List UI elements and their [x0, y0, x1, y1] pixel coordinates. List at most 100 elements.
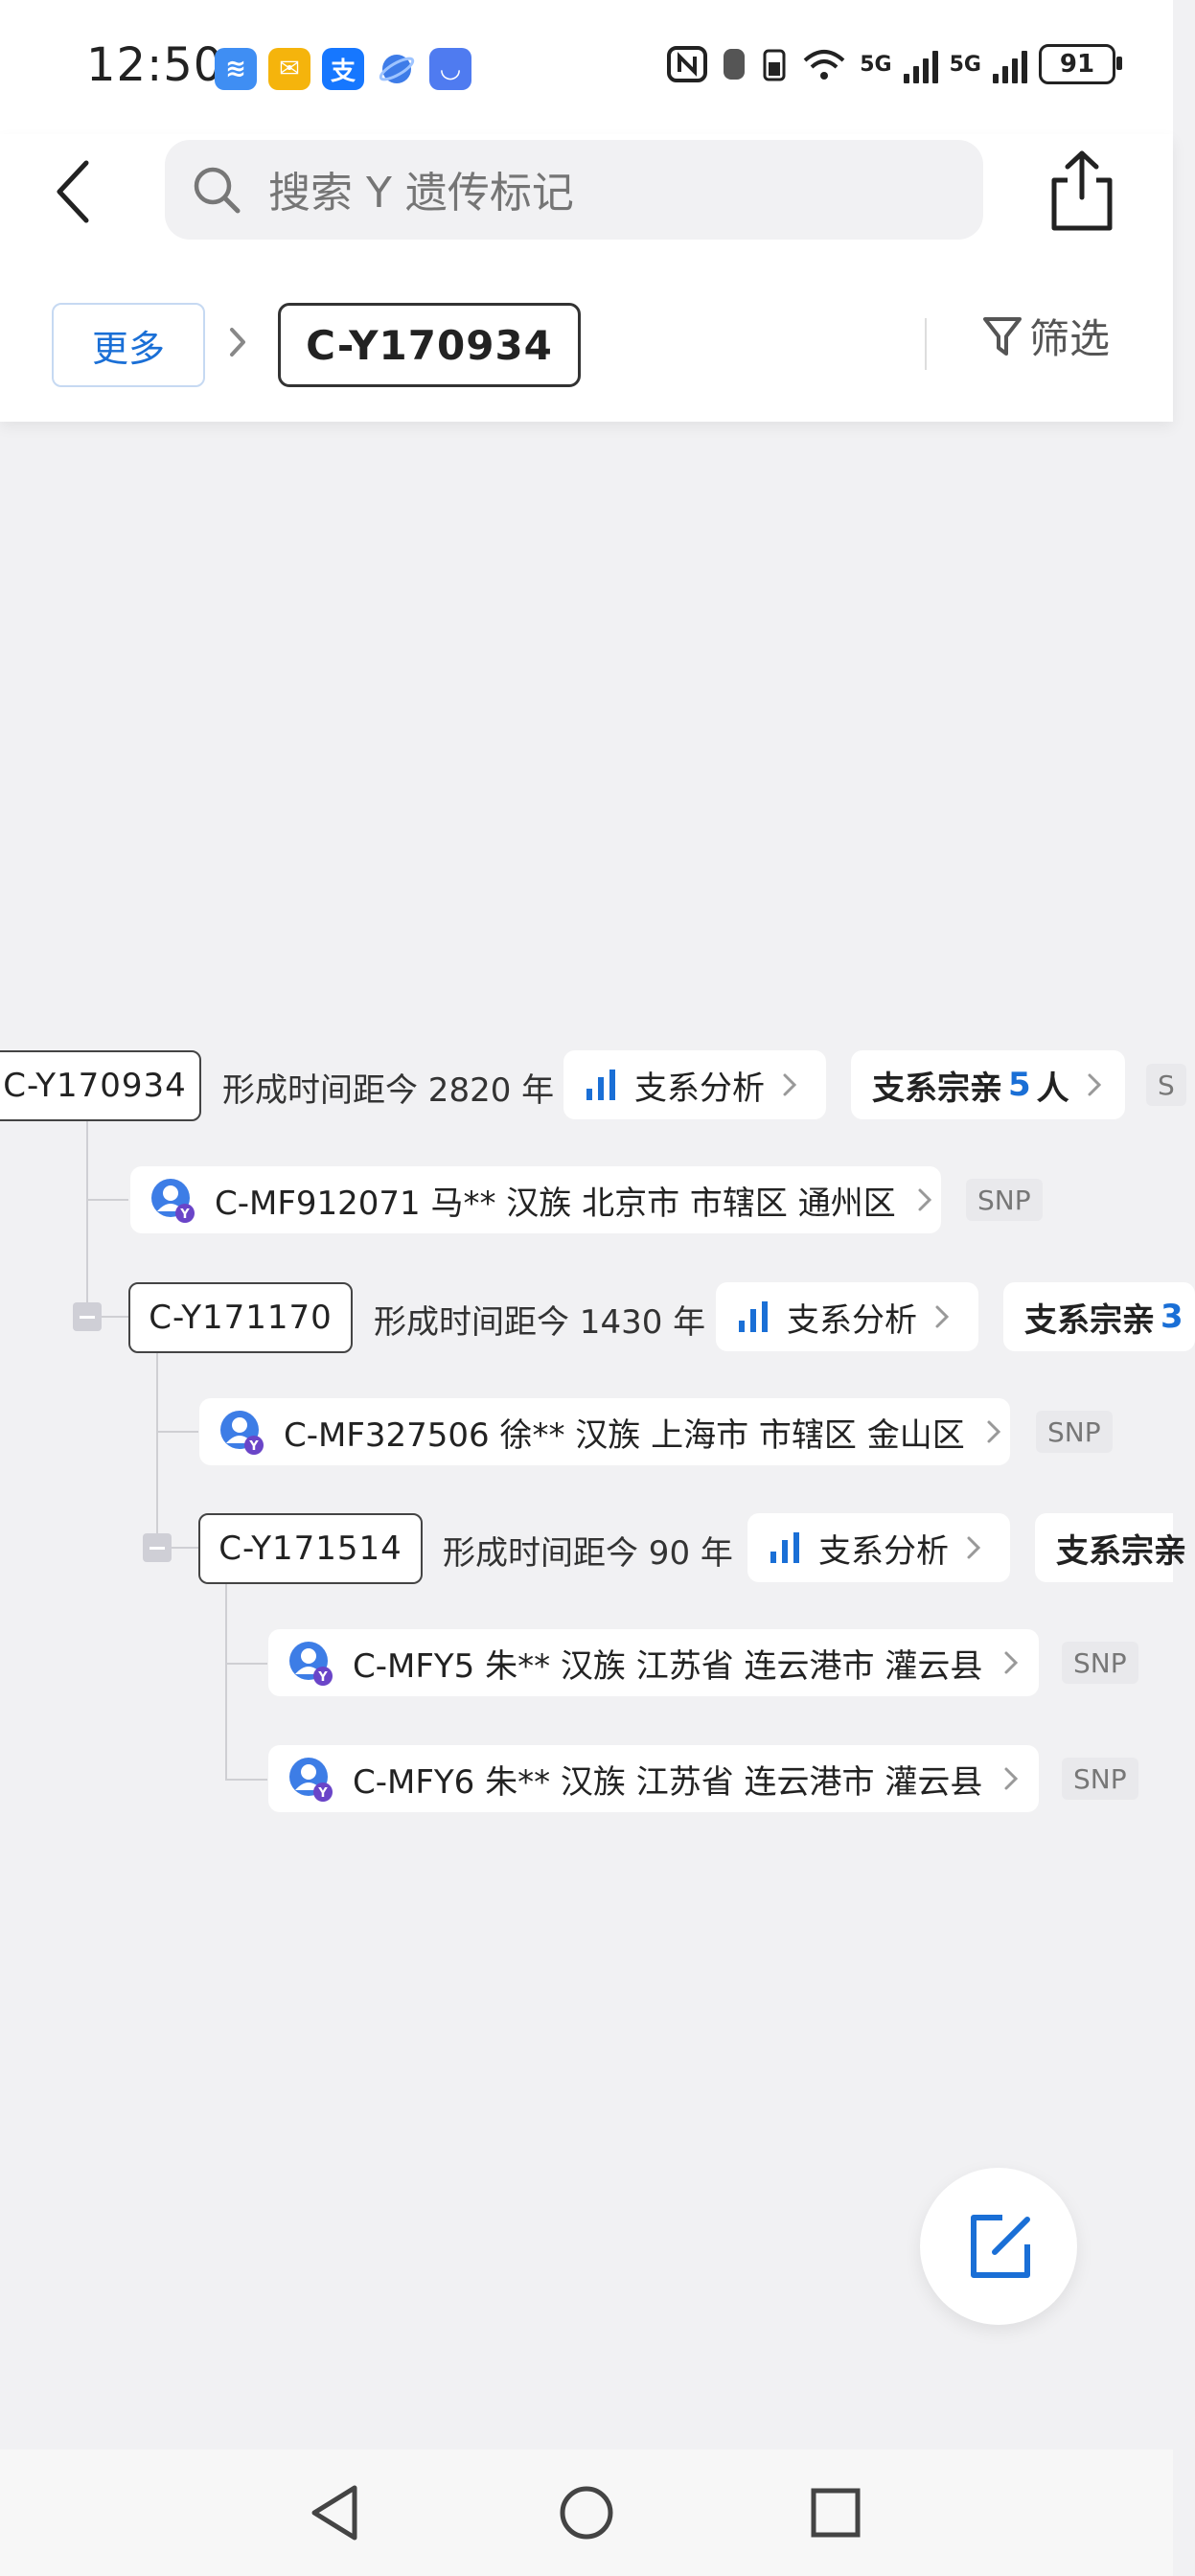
signal-label-1: 5G	[860, 52, 892, 77]
nfc-icon	[667, 46, 708, 82]
child-node-box[interactable]: C-Y171170	[128, 1282, 353, 1353]
tree-connector	[171, 1547, 199, 1549]
nav-recents-button[interactable]	[805, 2482, 866, 2543]
kin-count: 3	[1161, 1298, 1184, 1336]
nav-back-icon	[311, 2485, 357, 2541]
svg-text:Y: Y	[179, 1208, 190, 1222]
bar-chart-icon	[770, 1532, 799, 1563]
share-button[interactable]	[1046, 148, 1117, 234]
battery-icon: 91	[1039, 44, 1122, 84]
signal-bars-1-icon	[903, 45, 938, 83]
grandchild-node-box[interactable]: C-Y171514	[198, 1513, 423, 1584]
edit-button[interactable]	[920, 2168, 1077, 2325]
search-input[interactable]	[266, 161, 941, 224]
chevron-right-icon	[967, 1536, 981, 1559]
app-notification-icon: ≋	[215, 48, 257, 90]
status-time: 12:50	[86, 38, 224, 92]
root-age-label: 形成时间距今 2820 年	[222, 1071, 555, 1110]
more-button[interactable]: 更多	[52, 303, 205, 387]
analysis-label: 支系分析	[634, 1069, 765, 1108]
kin-prefix: 支系宗亲	[1024, 1300, 1155, 1340]
snp-tag[interactable]: SNP	[1062, 1642, 1138, 1684]
nav-back-button[interactable]	[307, 2482, 364, 2543]
user-avatar-icon: Y	[287, 1640, 333, 1686]
snp-tag[interactable]: SNP	[966, 1179, 1043, 1221]
member-row[interactable]: Y C-MF912071 马** 汉族 北京市 市辖区 通州区	[130, 1166, 941, 1233]
chevron-right-icon	[1004, 1767, 1019, 1790]
filter-icon	[983, 316, 1022, 356]
kin-prefix: 支系宗亲	[1056, 1531, 1186, 1571]
tree-connector	[86, 1199, 128, 1201]
filter-button[interactable]: 筛选	[981, 307, 1110, 365]
user-avatar-icon: Y	[218, 1409, 264, 1455]
collapse-button[interactable]	[73, 1302, 102, 1331]
member-text: C-MFY6 朱** 汉族 江苏省 连云港市 灌云县	[353, 1762, 983, 1802]
member-text: C-MF912071 马** 汉族 北京市 市辖区 通州区	[215, 1184, 896, 1223]
chevron-right-icon	[987, 1420, 1000, 1443]
wifi-icon	[803, 50, 845, 80]
tree-connector	[156, 1431, 198, 1433]
kin-prefix: 支系宗亲	[872, 1069, 1002, 1108]
bar-chart-icon	[586, 1070, 615, 1100]
tree-connector	[225, 1579, 227, 1781]
member-row[interactable]: Y C-MF327506 徐** 汉族 上海市 市辖区 金山区	[199, 1398, 1010, 1465]
vibrate-icon	[724, 49, 746, 80]
filter-label: 筛选	[1029, 315, 1111, 362]
chevron-right-icon	[1088, 1073, 1101, 1096]
system-nav-bar	[0, 2450, 1173, 2576]
tree-connector	[156, 1348, 158, 1548]
chevron-right-icon	[935, 1305, 950, 1328]
child-age-label: 形成时间距今 1430 年	[374, 1303, 706, 1342]
svg-text:Y: Y	[317, 1670, 328, 1685]
collapse-button[interactable]	[143, 1533, 172, 1562]
alipay-notification-icon: 支	[322, 48, 364, 90]
chevron-right-icon	[783, 1073, 797, 1096]
signal-label-2: 5G	[949, 52, 981, 77]
status-bar	[0, 0, 1173, 134]
breadcrumb-chevron-icon	[224, 322, 251, 362]
header-divider	[925, 318, 927, 370]
status-indicators: 5G 5G 91	[666, 44, 1122, 84]
grandchild-kin-button[interactable]: 支系宗亲	[1035, 1513, 1186, 1582]
member-row[interactable]: Y C-MFY5 朱** 汉族 江苏省 连云港市 灌云县	[268, 1629, 1039, 1696]
tree-connector	[101, 1316, 129, 1318]
user-avatar-icon: Y	[287, 1756, 333, 1802]
child-analysis-button[interactable]: 支系分析	[716, 1282, 978, 1351]
svg-text:Y: Y	[317, 1786, 328, 1801]
root-analysis-button[interactable]: 支系分析	[563, 1050, 826, 1119]
mail-notification-icon: ✉	[268, 48, 310, 90]
tree-connector	[225, 1663, 267, 1665]
tree-connector	[86, 1116, 88, 1318]
svg-text:Y: Y	[248, 1439, 259, 1454]
edit-icon	[971, 2215, 1030, 2278]
analysis-label: 支系分析	[787, 1300, 917, 1340]
nav-recents-icon	[811, 2488, 861, 2538]
back-arrow-icon	[57, 160, 89, 223]
tree-connector	[225, 1779, 267, 1781]
current-breadcrumb[interactable]: C-Y170934	[278, 303, 581, 387]
signal-bars-2-icon	[993, 45, 1027, 83]
bar-chart-icon	[739, 1301, 768, 1332]
member-text: C-MF327506 徐** 汉族 上海市 市辖区 金山区	[284, 1415, 965, 1455]
nav-home-icon	[560, 2486, 613, 2540]
child-kin-button[interactable]: 支系宗亲 3	[1003, 1282, 1195, 1351]
back-button[interactable]	[48, 153, 105, 230]
nav-home-button[interactable]	[556, 2482, 617, 2543]
chevron-right-icon	[1004, 1651, 1019, 1674]
search-icon	[190, 163, 243, 217]
kin-suffix: 人	[1036, 1069, 1069, 1108]
user-avatar-icon: Y	[149, 1177, 195, 1223]
kin-count: 5	[1008, 1066, 1031, 1104]
root-snp-tag[interactable]: S	[1146, 1064, 1186, 1106]
snp-tag[interactable]: SNP	[1036, 1411, 1113, 1453]
snp-tag[interactable]: SNP	[1062, 1758, 1138, 1800]
browser-notification-icon	[376, 48, 418, 90]
grandchild-analysis-button[interactable]: 支系分析	[747, 1513, 1010, 1582]
member-text: C-MFY5 朱** 汉族 江苏省 连云港市 灌云县	[353, 1646, 983, 1686]
member-row[interactable]: Y C-MFY6 朱** 汉族 江苏省 连云港市 灌云县	[268, 1745, 1039, 1812]
root-kin-button[interactable]: 支系宗亲 5 人	[851, 1050, 1125, 1119]
chevron-right-icon	[918, 1188, 931, 1211]
grandchild-age-label: 形成时间距今 90 年	[443, 1534, 733, 1573]
store-notification-icon: ◡	[429, 48, 471, 90]
root-node-box[interactable]: C-Y170934	[0, 1050, 201, 1121]
